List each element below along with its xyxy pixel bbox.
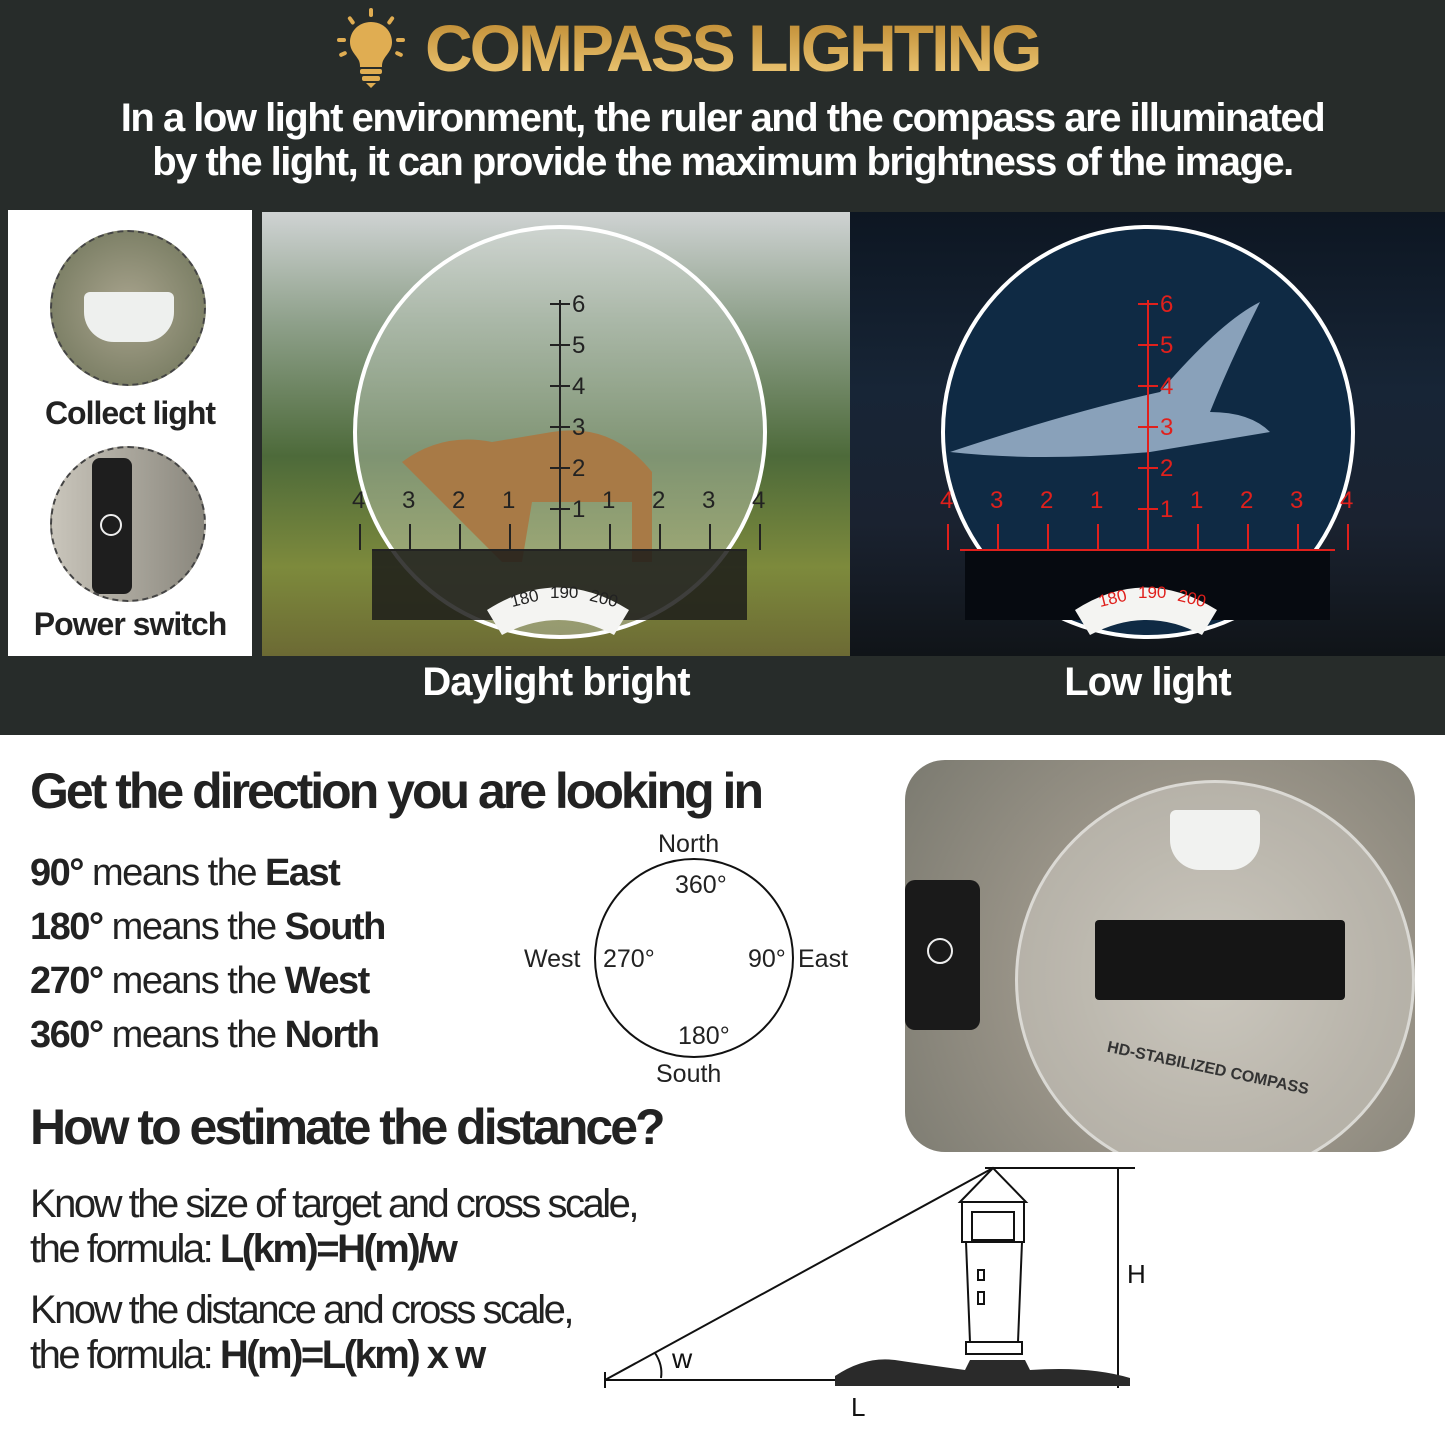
direction-item: 360° means the North — [30, 1014, 380, 1056]
reticle-horizontal-label: 3 — [702, 487, 715, 514]
light-window — [1170, 810, 1260, 870]
reticle-vertical-label: 3 — [572, 414, 585, 441]
compass-west-deg: 270° — [603, 945, 655, 973]
angle-w-label: w — [671, 1343, 693, 1374]
light-collector-image — [50, 230, 206, 386]
reticle-horizontal-label: 1 — [1190, 487, 1203, 514]
reticle-vertical-label: 1 — [572, 496, 585, 523]
compass-west: West — [524, 945, 581, 973]
power-switch-image — [50, 446, 206, 602]
subtitle-line: by the light, it can provide the maximum… — [152, 140, 1294, 184]
reticle-horizontal-label: 4 — [940, 487, 953, 514]
light-window — [84, 292, 174, 342]
reticle-vertical-label: 2 — [1160, 455, 1173, 482]
reticle-horizontal-label: 1 — [502, 487, 515, 514]
deer-shape — [402, 430, 652, 562]
direction-item: 180° means the South — [30, 906, 386, 948]
reticle-horizontal-label: 3 — [1290, 487, 1303, 514]
reticle-horizontal-label: 4 — [352, 487, 365, 514]
collect-light-label: Collect light — [44, 395, 216, 431]
compass-south: South — [656, 1060, 722, 1088]
eagle-shape — [950, 302, 1270, 457]
reticle-vertical-label: 4 — [1160, 373, 1173, 400]
reticle-horizontal-label: 2 — [652, 487, 665, 514]
hill-shape — [835, 1359, 1130, 1386]
page-title: COMPASS LIGHTING — [425, 11, 1042, 85]
direction-item: 270° means the West — [30, 960, 370, 1002]
reticle-horizontal-label: 1 — [1090, 487, 1103, 514]
power-switch-label: Power switch — [33, 606, 228, 642]
reticle-horizontal-label: 1 — [602, 487, 615, 514]
reticle-vertical-label: 5 — [1160, 332, 1173, 359]
power-icon — [927, 938, 953, 964]
compass-south-deg: 180° — [678, 1022, 730, 1050]
distance-diagram: w H L — [604, 1166, 1146, 1422]
direction-heading: Get the direction you are looking in — [30, 763, 764, 819]
reticle-horizontal-label: 2 — [1240, 487, 1253, 514]
reticle-vertical-label: 6 — [1160, 291, 1173, 318]
reticle-horizontal-label: 4 — [752, 487, 765, 514]
subtitle: In a low light environment, the ruler an… — [0, 96, 1445, 184]
compass-north-deg: 360° — [675, 871, 727, 899]
compass-east: East — [798, 945, 849, 973]
title-row: COMPASS LIGHTING — [335, 8, 1042, 88]
formula-1: Know the size of target and cross scale,… — [30, 1182, 640, 1271]
reticle-vertical-label: 6 — [572, 291, 585, 318]
reticle-vertical-label: 2 — [572, 455, 585, 482]
reticle-vertical-label: 4 — [572, 373, 585, 400]
compass-east-deg: 90° — [748, 945, 786, 973]
direction-item: 90° means the East — [30, 852, 341, 894]
compass-scale-label: 190 — [1138, 583, 1166, 602]
reticle-vertical-label: 5 — [572, 332, 585, 359]
compass-north: North — [658, 830, 720, 858]
power-icon — [100, 514, 122, 536]
display-window — [1095, 920, 1345, 1000]
reticle-horizontal-label: 3 — [402, 487, 415, 514]
distance-heading: How to estimate the distance? — [30, 1099, 666, 1155]
compass-scale-label: 190 — [550, 583, 578, 602]
reticle-horizontal-label: 2 — [452, 487, 465, 514]
formula-2: Know the distance and cross scale,the fo… — [30, 1288, 575, 1377]
reticle-vertical-label: 3 — [1160, 414, 1173, 441]
reticle-horizontal-label: 2 — [1040, 487, 1053, 514]
reticle-vertical-label: 1 — [1160, 496, 1173, 523]
length-l-label: L — [851, 1392, 865, 1422]
subtitle-line: In a low light environment, the ruler an… — [120, 96, 1326, 140]
reticle-horizontal-label: 3 — [990, 487, 1003, 514]
lightbulb-icon — [337, 8, 405, 88]
feature-panel: Collect light Power switch — [8, 210, 252, 656]
reticle-horizontal-label: 4 — [1340, 487, 1353, 514]
daylight-caption: Daylight bright — [422, 660, 690, 704]
low-light-caption: Low light — [1064, 660, 1232, 704]
height-h-label: H — [1127, 1259, 1146, 1289]
compass-circle — [594, 858, 794, 1058]
device-photo: HD-STABILIZED COMPASS — [905, 760, 1415, 1152]
